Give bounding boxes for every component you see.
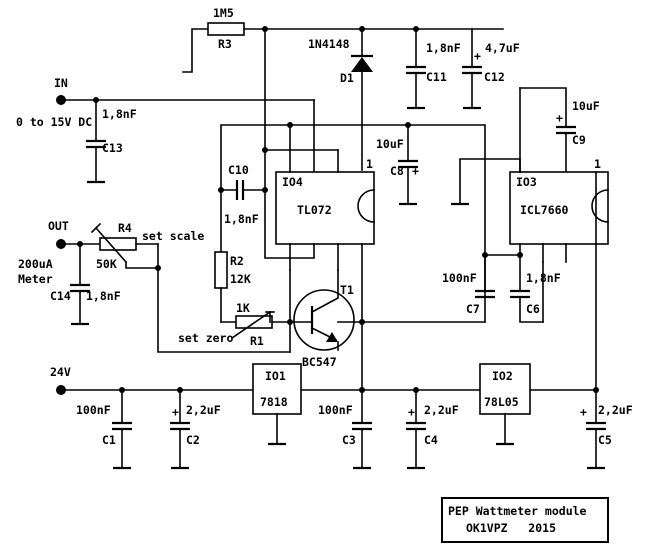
r4-value: 50K bbox=[96, 257, 117, 271]
c11-capacitor bbox=[406, 28, 426, 110]
r3-value: 1M5 bbox=[213, 6, 234, 20]
c6-value: 1,8nF bbox=[526, 271, 561, 285]
t1-type: BC547 bbox=[302, 355, 337, 369]
d1-type: 1N4148 bbox=[308, 37, 350, 51]
c11-value: 1,8nF bbox=[426, 41, 461, 55]
r1-trimmer bbox=[230, 310, 291, 340]
c5-value: 2,2uF bbox=[598, 403, 633, 417]
c13-name: C13 bbox=[102, 141, 123, 155]
io4-wires bbox=[264, 28, 339, 271]
c9-value: 10uF bbox=[572, 99, 600, 113]
io3-pin1: 1 bbox=[594, 157, 601, 171]
c7-name: C7 bbox=[466, 302, 480, 316]
io4-name: IO4 bbox=[282, 175, 303, 189]
r3-resistor bbox=[182, 22, 504, 73]
c9-capacitor bbox=[519, 87, 576, 173]
t1-transistor bbox=[289, 269, 355, 351]
c1-name: C1 bbox=[102, 433, 116, 447]
c2-name: C2 bbox=[186, 433, 200, 447]
c1-capacitor bbox=[112, 389, 132, 470]
c10-value: 1,8nF bbox=[224, 212, 259, 226]
io1-type: 7818 bbox=[260, 395, 288, 409]
c14-value: 1,8nF bbox=[86, 289, 121, 303]
c7-value: 100nF bbox=[442, 271, 477, 285]
c5-capacitor bbox=[586, 389, 606, 470]
c14-name: C14 bbox=[50, 289, 71, 303]
r1-name: R1 bbox=[250, 334, 264, 348]
r2-resistor bbox=[214, 251, 237, 323]
c5-name: C5 bbox=[598, 433, 612, 447]
c2-value: 2,2uF bbox=[186, 403, 221, 417]
io4-pin1: 1 bbox=[366, 157, 373, 171]
c11-name: C11 bbox=[426, 70, 447, 84]
in-range: 0 to 15V DC bbox=[16, 115, 92, 129]
c4-value: 2,2uF bbox=[424, 403, 459, 417]
c12-value: 4,7uF bbox=[485, 41, 520, 55]
c2-plus: + bbox=[172, 405, 179, 419]
c10-capacitor bbox=[220, 180, 266, 200]
title-line2: OK1VPZ 2015 bbox=[466, 521, 556, 535]
io2-regulator bbox=[479, 363, 531, 446]
c12-plus: + bbox=[474, 49, 481, 63]
d1-name: D1 bbox=[340, 71, 354, 85]
c12-name: C12 bbox=[484, 70, 505, 84]
c7-capacitor bbox=[475, 254, 521, 299]
c8-plus: + bbox=[412, 164, 419, 178]
c8-capacitor bbox=[398, 124, 418, 206]
c3-capacitor bbox=[352, 389, 372, 470]
t1-link-wires bbox=[337, 243, 486, 391]
c2-capacitor bbox=[170, 389, 190, 470]
c10-name: C10 bbox=[228, 163, 249, 177]
meter-line2: Meter bbox=[18, 272, 53, 286]
r3-name: R3 bbox=[218, 37, 232, 51]
io2-type: 78L05 bbox=[484, 395, 519, 409]
io3-type: ICL7660 bbox=[520, 203, 569, 217]
t1-name: T1 bbox=[340, 283, 354, 297]
c13-capacitor bbox=[86, 99, 106, 184]
c12-capacitor bbox=[462, 28, 482, 110]
c4-capacitor bbox=[406, 389, 426, 470]
c9-name: C9 bbox=[572, 133, 586, 147]
in-label: IN bbox=[54, 76, 68, 90]
supply-label: 24V bbox=[50, 365, 71, 379]
c4-name: C4 bbox=[424, 433, 438, 447]
io4-opamp bbox=[275, 171, 375, 245]
io4-type: TL072 bbox=[297, 203, 332, 217]
io1-name: IO1 bbox=[265, 369, 286, 383]
r1-note: set zero bbox=[178, 331, 233, 345]
c3-name: C3 bbox=[342, 433, 356, 447]
c6-capacitor bbox=[510, 254, 544, 323]
r4-name: R4 bbox=[118, 221, 132, 235]
io2-name: IO2 bbox=[492, 369, 513, 383]
io1-regulator bbox=[252, 363, 302, 446]
r4-note: set scale bbox=[142, 229, 204, 243]
out-label: OUT bbox=[48, 219, 69, 233]
r2-name: R2 bbox=[230, 254, 244, 268]
io3-name: IO3 bbox=[516, 175, 537, 189]
c1-value: 100nF bbox=[76, 403, 111, 417]
c3-value: 100nF bbox=[318, 403, 353, 417]
junction-dots bbox=[77, 26, 599, 393]
meter-line1: 200uA bbox=[18, 257, 53, 271]
io3-converter bbox=[451, 87, 609, 391]
c6-name: C6 bbox=[526, 302, 540, 316]
c9-plus: + bbox=[556, 111, 563, 125]
c8-name: C8 bbox=[390, 164, 404, 178]
title-line1: PEP Wattmeter module bbox=[448, 504, 587, 518]
r1-value: 1K bbox=[236, 301, 250, 315]
title-block bbox=[441, 497, 609, 543]
c13-value: 1,8nF bbox=[102, 107, 137, 121]
c5-plus: + bbox=[580, 405, 587, 419]
r4-trimmer bbox=[90, 222, 291, 353]
input-node bbox=[56, 95, 315, 173]
c8-value: 10uF bbox=[376, 137, 404, 151]
supply-rail bbox=[56, 385, 597, 395]
c4-plus: + bbox=[408, 405, 415, 419]
c14-capacitor bbox=[70, 243, 90, 326]
r2-value: 12K bbox=[230, 272, 251, 286]
d1-diode bbox=[351, 28, 373, 171]
